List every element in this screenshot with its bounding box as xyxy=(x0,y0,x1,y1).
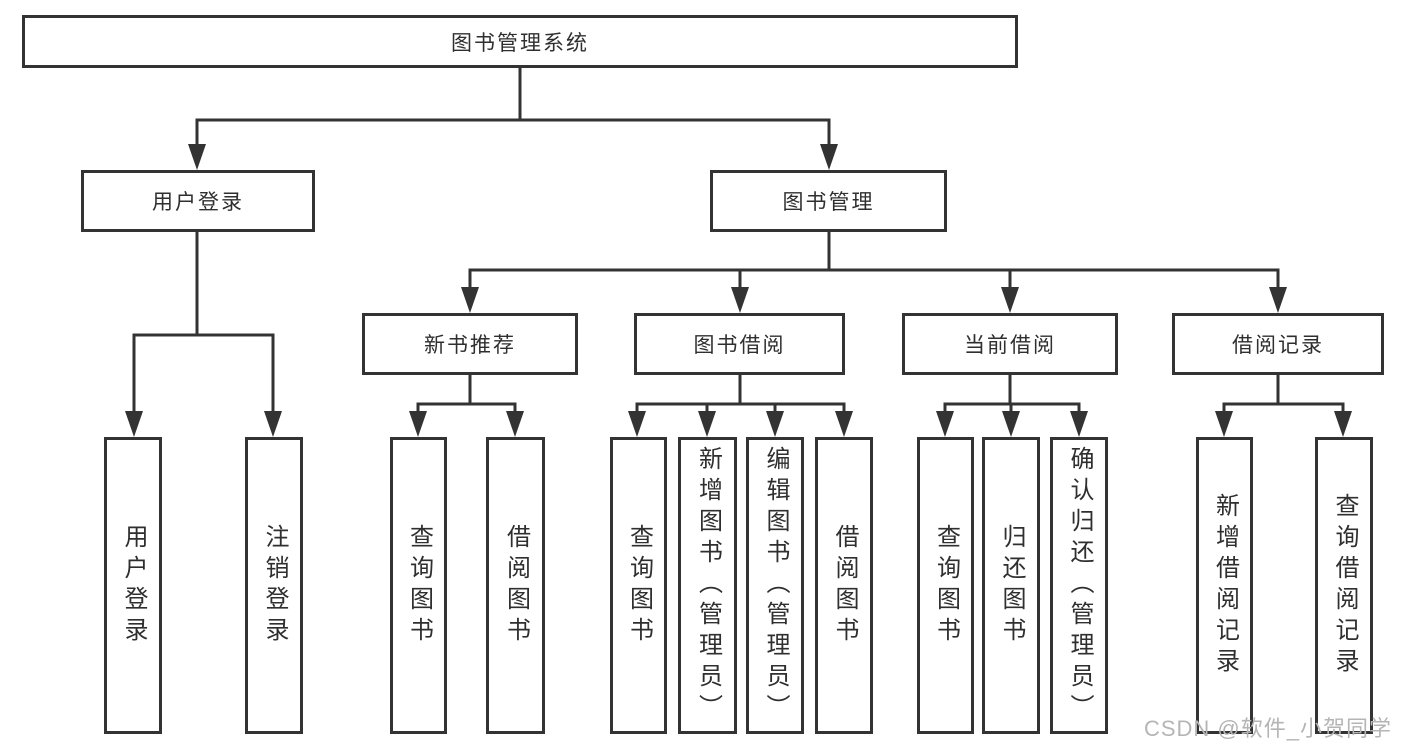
node-cb-confirm-return-label: 确认归还（管理员） xyxy=(1066,446,1093,725)
node-nb-borrow-book-label: 借阅图书 xyxy=(502,523,530,648)
node-bb-edit-book: 编辑图书（管理员） xyxy=(746,437,804,734)
node-nb-borrow-book: 借阅图书 xyxy=(486,437,545,734)
csdn-watermark-text: CSDN @软件_小贺同学 xyxy=(1143,716,1392,741)
node-user-login-leaf: 用户登录 xyxy=(104,437,162,734)
node-new-book-recommend: 新书推荐 xyxy=(362,313,578,375)
node-current-borrow: 当前借阅 xyxy=(902,313,1118,375)
node-bb-add-book: 新增图书（管理员） xyxy=(678,437,737,734)
node-borrow-record-label: 借阅记录 xyxy=(1232,334,1324,357)
node-borrow-record: 借阅记录 xyxy=(1172,313,1384,375)
node-bb-query-book-label: 查询图书 xyxy=(625,523,653,648)
node-cb-query-book-label: 查询图书 xyxy=(932,523,960,648)
node-book-borrow: 图书借阅 xyxy=(634,313,845,375)
node-book-management-label: 图书管理 xyxy=(782,191,875,214)
node-logout-leaf: 注销登录 xyxy=(245,437,303,734)
node-bb-borrow-book-label: 借阅图书 xyxy=(831,523,858,648)
node-br-query-record-label: 查询借阅记录 xyxy=(1331,492,1358,679)
node-nb-query-book-label: 查询图书 xyxy=(405,523,433,648)
node-br-query-record: 查询借阅记录 xyxy=(1315,437,1373,734)
node-bb-borrow-book: 借阅图书 xyxy=(815,437,873,734)
node-bb-add-book-label: 新增图书（管理员） xyxy=(694,446,722,725)
node-br-add-record: 新增借阅记录 xyxy=(1196,437,1253,734)
node-cb-return-book-label: 归还图书 xyxy=(998,523,1025,648)
node-book-borrow-label: 图书借阅 xyxy=(693,334,786,357)
node-bb-query-book: 查询图书 xyxy=(610,437,667,734)
node-user-login-leaf-label: 用户登录 xyxy=(120,523,147,648)
node-nb-query-book: 查询图书 xyxy=(390,437,447,734)
node-user-login: 用户登录 xyxy=(81,170,315,232)
node-cb-return-book: 归还图书 xyxy=(982,437,1040,734)
node-bb-edit-book-label: 编辑图书（管理员） xyxy=(762,446,789,725)
node-cb-query-book: 查询图书 xyxy=(917,437,974,734)
node-library-system: 图书管理系统 xyxy=(22,15,1018,68)
node-book-management: 图书管理 xyxy=(710,170,947,232)
node-current-borrow-label: 当前借阅 xyxy=(964,334,1056,357)
node-user-login-label: 用户登录 xyxy=(152,191,244,214)
node-cb-confirm-return: 确认归还（管理员） xyxy=(1050,437,1108,734)
node-library-system-label: 图书管理系统 xyxy=(451,31,589,55)
node-br-add-record-label: 新增借阅记录 xyxy=(1211,492,1239,679)
node-new-book-recommend-label: 新书推荐 xyxy=(424,334,516,357)
node-logout-leaf-label: 注销登录 xyxy=(261,523,288,648)
